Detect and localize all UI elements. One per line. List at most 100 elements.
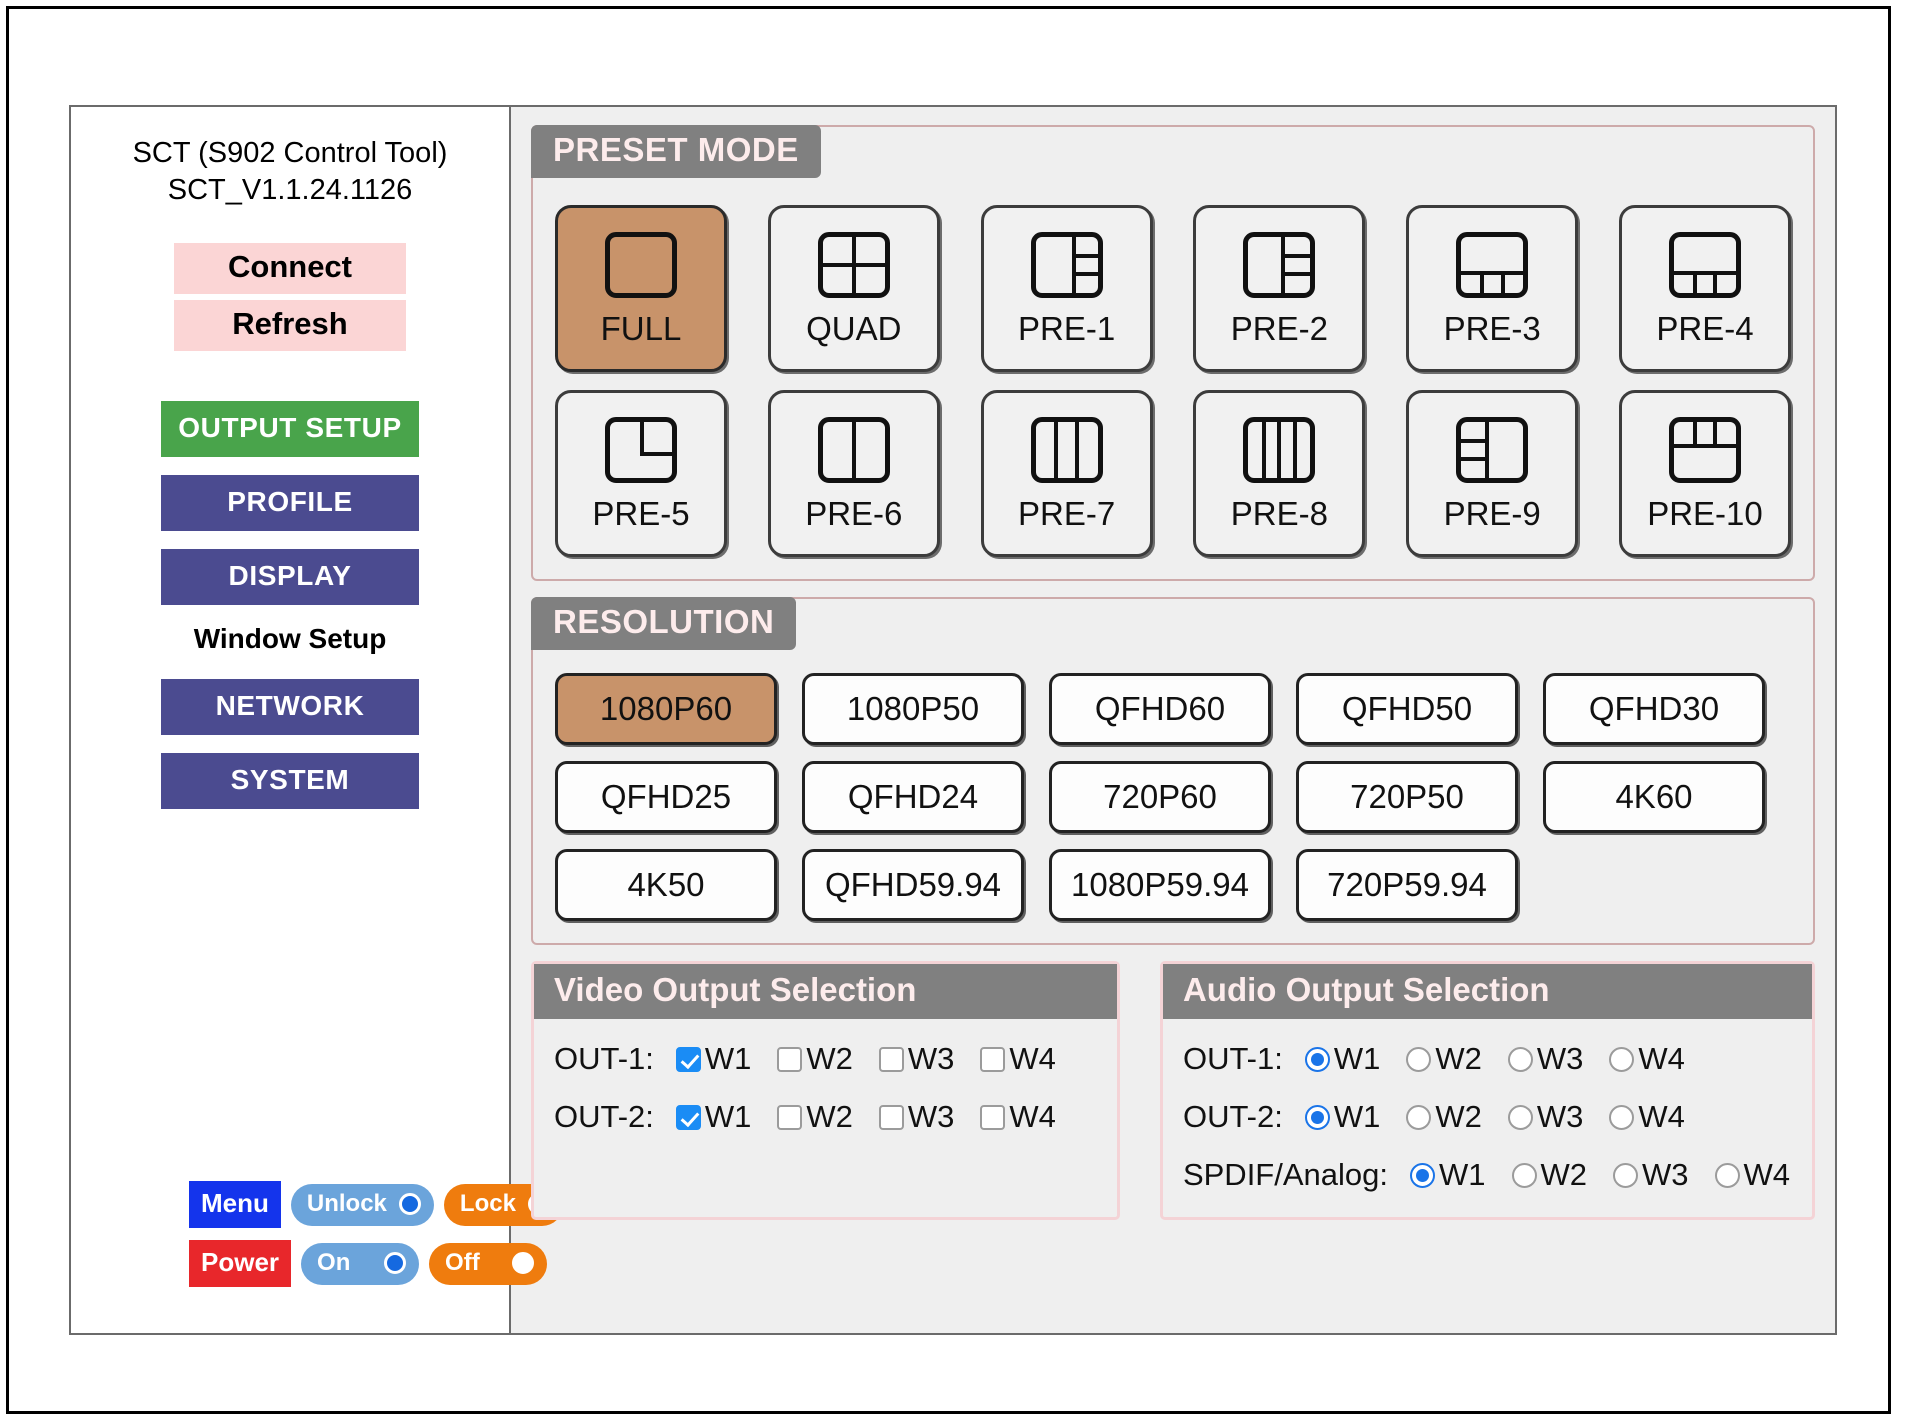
preset-button-pre-4[interactable]: PRE-4 bbox=[1618, 205, 1791, 372]
preset-button-pre-7[interactable]: PRE-7 bbox=[980, 390, 1153, 557]
resolution-button-qfhd50[interactable]: QFHD50 bbox=[1296, 673, 1518, 745]
resolution-button-1080p50[interactable]: 1080P50 bbox=[802, 673, 1024, 745]
checkbox-w1-icon[interactable] bbox=[675, 1046, 701, 1072]
video-output-option[interactable]: W2 bbox=[773, 1099, 853, 1135]
resolution-button-qfhd24[interactable]: QFHD24 bbox=[802, 761, 1024, 833]
radio-w2-icon[interactable] bbox=[1511, 1162, 1537, 1188]
audio-output-option[interactable]: W4 bbox=[1605, 1041, 1685, 1077]
radio-w3-icon[interactable] bbox=[1613, 1162, 1638, 1188]
resolution-button-qfhd59-94[interactable]: QFHD59.94 bbox=[802, 849, 1024, 921]
sidebar-item-system[interactable]: SYSTEM bbox=[161, 753, 419, 810]
video-output-option[interactable]: W4 bbox=[976, 1041, 1056, 1077]
refresh-button[interactable]: Refresh bbox=[174, 300, 406, 352]
audio-output-option[interactable]: W3 bbox=[1504, 1099, 1583, 1135]
preset-button-pre-6[interactable]: PRE-6 bbox=[767, 390, 940, 557]
resolution-button-qfhd30[interactable]: QFHD30 bbox=[1543, 673, 1765, 745]
audio-output-option[interactable]: W2 bbox=[1402, 1099, 1482, 1135]
radio-w1-icon[interactable] bbox=[1304, 1046, 1330, 1072]
radio-w2-icon[interactable] bbox=[1406, 1104, 1432, 1130]
preset-button-label: PRE-7 bbox=[1017, 495, 1116, 532]
preset-button-pre-5[interactable]: PRE-5 bbox=[555, 390, 727, 557]
audio-output-option-label: W4 bbox=[1638, 1099, 1685, 1134]
checkbox-w3-icon[interactable] bbox=[878, 1104, 904, 1130]
resolution-button-1080p60[interactable]: 1080P60 bbox=[555, 673, 777, 745]
preset-button-quad[interactable]: QUAD bbox=[767, 205, 940, 372]
video-output-option-label: W4 bbox=[1009, 1041, 1056, 1076]
checkbox-w3-icon[interactable] bbox=[878, 1046, 904, 1072]
audio-output-option[interactable]: W2 bbox=[1402, 1041, 1482, 1077]
checkbox-w1-icon[interactable] bbox=[675, 1104, 701, 1130]
preset-button-pre-10[interactable]: PRE-10 bbox=[1618, 390, 1791, 557]
audio-output-option[interactable]: W4 bbox=[1711, 1157, 1790, 1193]
sidebar-item-output-setup[interactable]: OUTPUT SETUP bbox=[161, 401, 419, 458]
connect-button[interactable]: Connect bbox=[174, 243, 406, 295]
video-output-option[interactable]: W1 bbox=[672, 1041, 751, 1077]
checkbox-w2-icon[interactable] bbox=[777, 1046, 803, 1072]
audio-output-option[interactable]: W2 bbox=[1508, 1157, 1587, 1193]
video-output-option[interactable]: W3 bbox=[875, 1041, 954, 1077]
video-output-option[interactable]: W3 bbox=[875, 1099, 954, 1135]
preset-button-pre-2[interactable]: PRE-2 bbox=[1193, 205, 1366, 372]
power-off-button[interactable]: Off bbox=[429, 1242, 548, 1285]
preset-button-full[interactable]: FULL bbox=[555, 205, 727, 372]
resolution-button-720p59-94[interactable]: 720P59.94 bbox=[1296, 849, 1518, 921]
video-output-option[interactable]: W2 bbox=[773, 1041, 853, 1077]
preset-button-pre-1[interactable]: PRE-1 bbox=[980, 205, 1153, 372]
audio-output-option[interactable]: W4 bbox=[1605, 1099, 1685, 1135]
resolution-button-720p50[interactable]: 720P50 bbox=[1296, 761, 1518, 833]
radio-w3-icon[interactable] bbox=[1507, 1046, 1533, 1072]
audio-output-option[interactable]: W1 bbox=[1406, 1157, 1486, 1193]
sidebar: SCT (S902 Control Tool) SCT_V1.1.24.1126… bbox=[71, 107, 563, 1333]
sidebar-item-display[interactable]: DISPLAY bbox=[161, 549, 419, 606]
radio-w1-icon[interactable] bbox=[1304, 1104, 1330, 1130]
resolution-button-4k50[interactable]: 4K50 bbox=[555, 849, 777, 921]
radio-w4-icon[interactable] bbox=[1714, 1162, 1740, 1188]
preset-button-pre-3[interactable]: PRE-3 bbox=[1406, 205, 1579, 372]
resolution-button-1080p59-94[interactable]: 1080P59.94 bbox=[1049, 849, 1271, 921]
menu-unlock-button[interactable]: Unlock bbox=[290, 1183, 434, 1226]
sidebar-item-network[interactable]: NETWORK bbox=[161, 679, 419, 736]
resolution-button-4k60[interactable]: 4K60 bbox=[1543, 761, 1765, 833]
audio-output-option[interactable]: W1 bbox=[1301, 1041, 1380, 1077]
checkbox-w4-icon[interactable] bbox=[980, 1046, 1006, 1072]
audio-output-option-label: W3 bbox=[1642, 1157, 1689, 1192]
video-output-option[interactable]: W4 bbox=[976, 1099, 1056, 1135]
audio-output-option[interactable]: W3 bbox=[1609, 1157, 1689, 1193]
power-on-label: On bbox=[317, 1248, 351, 1276]
audio-output-option-label: W2 bbox=[1435, 1099, 1482, 1134]
checkbox-w4-icon[interactable] bbox=[980, 1104, 1006, 1130]
audio-output-option[interactable]: W1 bbox=[1301, 1099, 1380, 1135]
power-on-indicator-icon bbox=[384, 1251, 407, 1274]
checkbox-w2-icon[interactable] bbox=[777, 1104, 803, 1130]
layout-pre5-icon bbox=[605, 417, 677, 483]
video-output-row-label: OUT-2: bbox=[554, 1099, 654, 1134]
audio-output-option[interactable]: W3 bbox=[1504, 1041, 1584, 1077]
radio-w1-icon[interactable] bbox=[1410, 1162, 1435, 1188]
layout-pre9-icon bbox=[1456, 417, 1529, 483]
audio-output-option-label: W3 bbox=[1536, 1041, 1584, 1076]
resolution-button-qfhd60[interactable]: QFHD60 bbox=[1049, 673, 1271, 745]
power-on-button[interactable]: On bbox=[301, 1242, 420, 1285]
radio-w3-icon[interactable] bbox=[1507, 1104, 1533, 1130]
video-output-row: OUT-2: W1 W2 W3 W4 bbox=[554, 1099, 1117, 1135]
radio-w4-icon[interactable] bbox=[1609, 1104, 1635, 1130]
menu-control-row: Menu Unlock Lock bbox=[189, 1181, 563, 1228]
audio-output-option-label: W1 bbox=[1439, 1157, 1486, 1192]
sidebar-item-profile[interactable]: PROFILE bbox=[161, 475, 419, 532]
preset-button-pre-8[interactable]: PRE-8 bbox=[1193, 390, 1366, 557]
resolution-button-720p60[interactable]: 720P60 bbox=[1049, 761, 1271, 833]
preset-button-label: FULL bbox=[600, 310, 682, 347]
radio-w2-icon[interactable] bbox=[1406, 1046, 1432, 1072]
preset-button-label: PRE-8 bbox=[1230, 495, 1328, 532]
radio-w4-icon[interactable] bbox=[1609, 1046, 1635, 1072]
video-output-option[interactable]: W1 bbox=[672, 1099, 751, 1135]
menu-label: Menu bbox=[189, 1181, 281, 1228]
video-output-option-label: W2 bbox=[806, 1041, 853, 1076]
preset-button-pre-9[interactable]: PRE-9 bbox=[1406, 390, 1579, 557]
resolution-button-qfhd25[interactable]: QFHD25 bbox=[555, 761, 777, 833]
